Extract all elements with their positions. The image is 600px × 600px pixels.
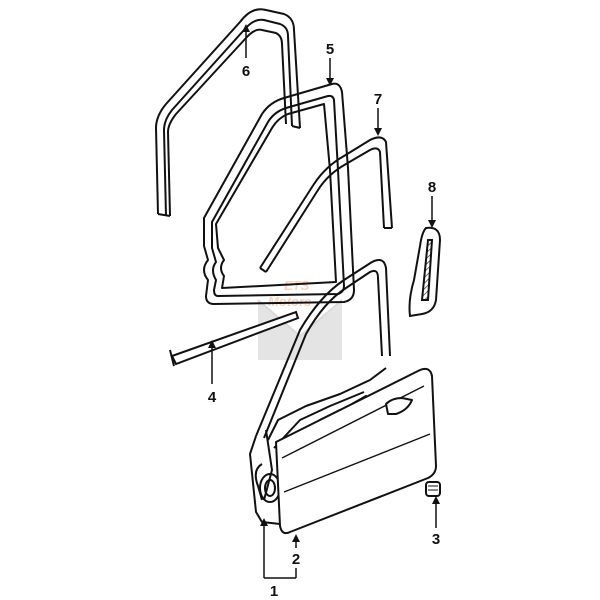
part-3-bumper (425, 481, 441, 497)
callout-labels: 1 2 3 4 5 6 7 8 (208, 41, 440, 600)
watermark-line2: Motors (268, 294, 311, 309)
watermark-line1: ETS (284, 278, 310, 293)
watermark-logo: ETS Motors (257, 278, 343, 360)
callout-5: 5 (326, 41, 334, 58)
callout-8: 8 (428, 179, 436, 196)
callout-3: 3 (432, 531, 440, 548)
part-4-belt-molding (169, 310, 300, 367)
callout-6: 6 (242, 63, 250, 80)
callout-2: 2 (292, 551, 300, 568)
part-5-door-opening-seal (203, 82, 355, 305)
leader-lines (208, 24, 440, 579)
part-7-run-channel (259, 136, 393, 273)
part-2-outer-door-panel (275, 367, 437, 535)
callout-7: 7 (374, 91, 382, 108)
part-8-sash-trim (408, 226, 442, 318)
part-6-weatherstrip (155, 8, 301, 217)
callout-1: 1 (270, 583, 278, 600)
callout-4: 4 (208, 389, 217, 406)
